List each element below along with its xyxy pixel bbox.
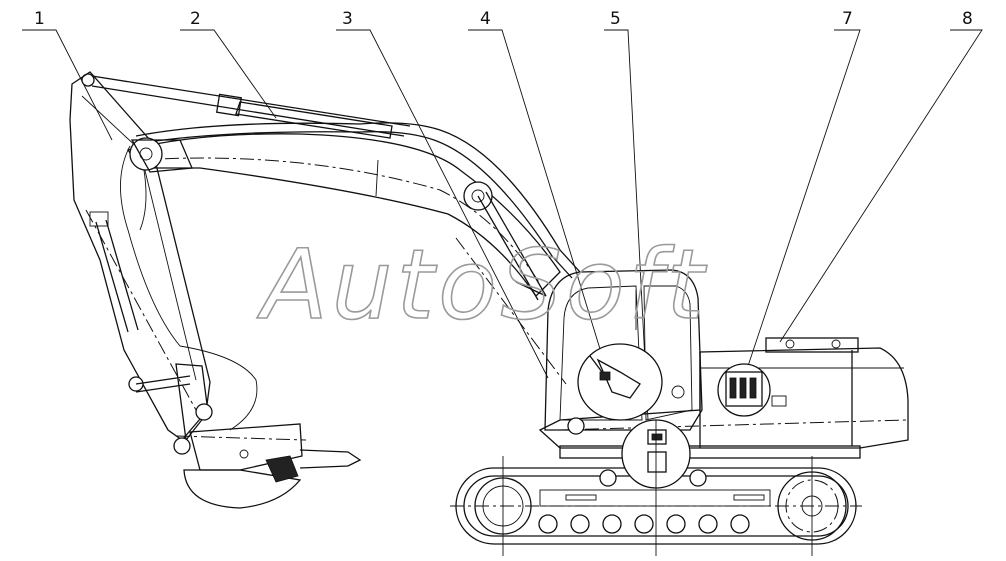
detail-5-circle: [621, 419, 691, 489]
breaker-attachment: [128, 363, 362, 509]
track-assembly: [450, 456, 862, 556]
callout-3: 3: [342, 9, 353, 29]
detail-7-circle: [717, 363, 771, 417]
callout-5: 5: [610, 9, 621, 29]
callout-7: 7: [842, 9, 853, 29]
callout-2: 2: [190, 9, 201, 29]
boom: [126, 133, 567, 385]
track-rollers: [538, 514, 750, 534]
arm-cylinder: [81, 73, 411, 139]
detail-4-circle: [577, 343, 663, 421]
cab: [544, 269, 703, 435]
callout-4: 4: [480, 9, 491, 29]
callout-leaders: [22, 29, 983, 421]
arm: [69, 71, 211, 441]
callout-1: 1: [34, 9, 45, 29]
callout-labels: 1 2 3 4 5 7 8: [34, 9, 973, 29]
watermark-text: AutoSoft: [256, 229, 708, 341]
callout-8: 8: [962, 9, 973, 29]
hydraulic-lines: [120, 122, 581, 431]
